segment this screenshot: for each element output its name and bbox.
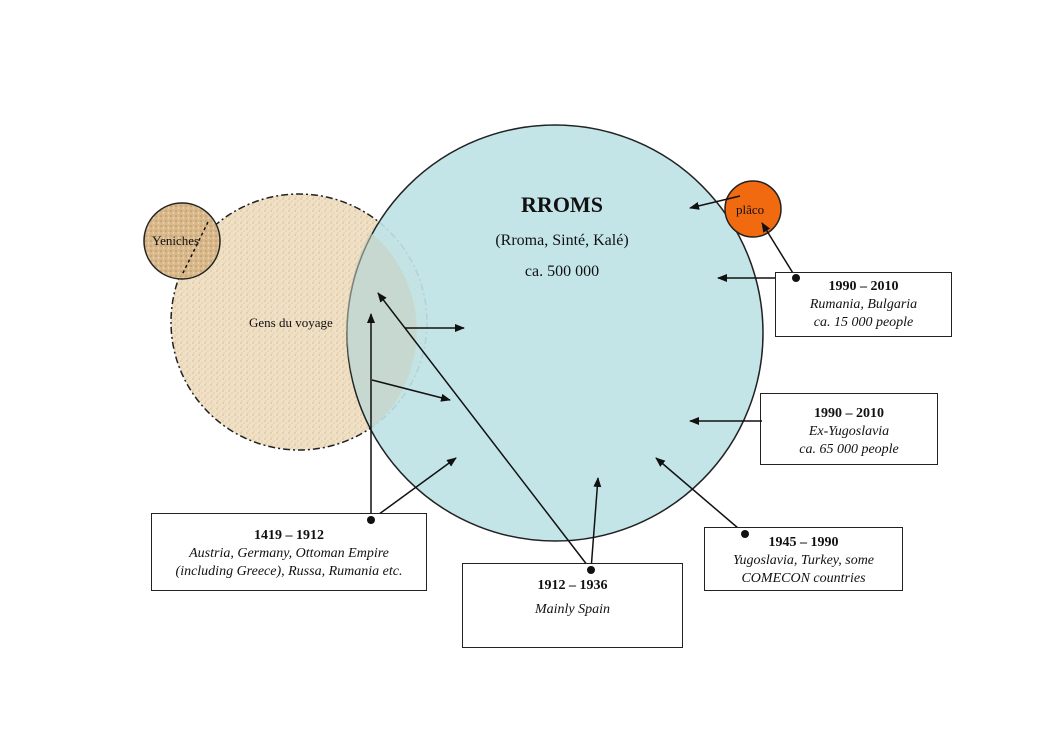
arrow-rumania-to-placo xyxy=(761,222,797,279)
migration-box-1912-1936: 1912 – 1936 Mainly Spain xyxy=(462,563,683,648)
migration-box-1419-1912: 1419 – 1912 Austria, Germany, Ottoman Em… xyxy=(151,513,427,591)
migration-count: ca. 15 000 people xyxy=(813,315,914,330)
migration-box-1990-2010-rumania: 1990 – 2010 Rumania, Bulgaria ca. 15 000… xyxy=(775,272,952,337)
gens-du-voyage-label: Gens du voyage xyxy=(249,315,333,330)
migration-origin: Yugoslavia, Turkey, some xyxy=(732,553,875,568)
rroms-title: RROMS xyxy=(521,192,603,217)
migration-origin: Austria, Germany, Ottoman Empire xyxy=(189,546,389,561)
migration-date: 1419 – 1912 xyxy=(254,528,324,543)
arrow-1419-to-rroms xyxy=(370,457,457,521)
arrow-1945-to-rroms xyxy=(655,457,746,535)
placo-label: plâco xyxy=(736,202,765,217)
migration-date: 1990 – 2010 xyxy=(814,406,884,421)
migration-origin-cont: (including Greece), Russa, Rumania etc. xyxy=(175,564,403,579)
migration-date: 1945 – 1990 xyxy=(768,535,839,550)
migration-date: 1990 – 2010 xyxy=(828,279,899,294)
arrow-1912-to-rroms xyxy=(590,477,602,571)
migration-origin: Ex-Yugoslavia xyxy=(808,424,890,439)
arrow-gens-to-rroms-2 xyxy=(371,379,451,402)
arrow-placo-to-rroms xyxy=(689,195,741,210)
migration-origin-cont: COMECON countries xyxy=(741,571,866,586)
migration-origin: Rumania, Bulgaria xyxy=(809,297,918,312)
migration-origin: Mainly Spain xyxy=(534,602,611,617)
migration-date: 1912 – 1936 xyxy=(537,578,608,593)
arrow-yeniches-to-gens xyxy=(181,221,209,276)
rroms-subtitle: (Rroma, Sinté, Kalé) xyxy=(495,232,629,249)
migration-box-1990-2010-yugoslavia: 1990 – 2010 Ex-Yugoslavia ca. 65 000 peo… xyxy=(760,393,938,465)
yeniches-circle xyxy=(143,202,221,280)
migration-box-1945-1990: 1945 – 1990 Yugoslavia, Turkey, some COM… xyxy=(704,527,903,591)
yeniches-label: Yeniches xyxy=(152,233,200,248)
rroms-population: ca. 500 000 xyxy=(524,263,600,280)
arrow-1912-to-gens xyxy=(377,292,592,571)
overlap-region xyxy=(346,232,417,428)
migration-count: ca. 65 000 people xyxy=(799,442,899,457)
